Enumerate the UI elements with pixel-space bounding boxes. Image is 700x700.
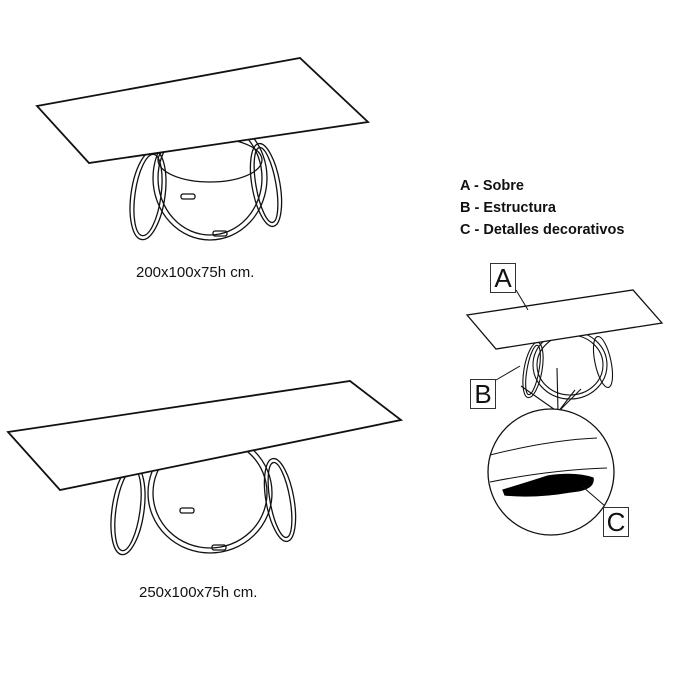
- table-small-top: [35, 57, 370, 164]
- parts-legend: A - Sobre B - Estructura C - Detalles de…: [460, 175, 624, 241]
- callout-b: B: [470, 379, 496, 409]
- table-small-dimensions: 200x100x75h cm.: [136, 264, 255, 281]
- table-large-dimensions: 250x100x75h cm.: [139, 584, 258, 601]
- callout-a: A: [490, 263, 516, 293]
- callout-c: C: [603, 507, 629, 537]
- legend-item-c: C - Detalles decorativos: [460, 222, 625, 238]
- legend-item-b: B - Estructura: [460, 200, 556, 216]
- legend-item-a: A - Sobre: [460, 178, 524, 194]
- detail-top: [465, 289, 664, 350]
- magnified-detail: [487, 408, 615, 536]
- table-large-top: [6, 380, 404, 491]
